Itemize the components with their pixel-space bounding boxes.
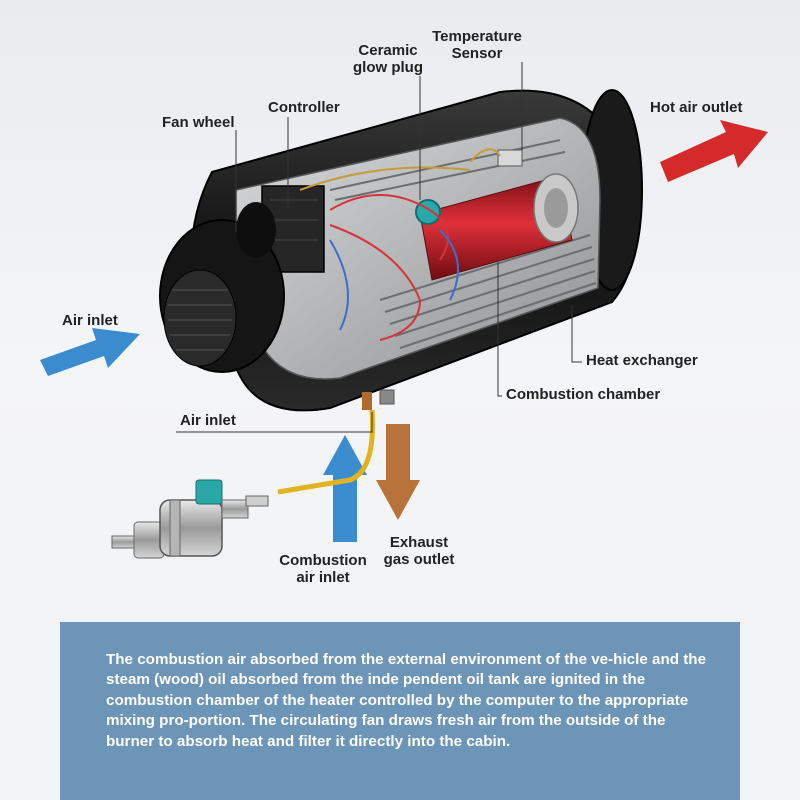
label-combustion-chamber: Combustion chamber — [506, 386, 660, 403]
label-air-inlet-bottom: Air inlet — [180, 412, 236, 429]
label-air-inlet-left: Air inlet — [62, 312, 118, 329]
description-box: The combustion air absorbed from the ext… — [60, 622, 740, 800]
heater-body — [160, 90, 642, 410]
fan-wheel — [160, 202, 284, 372]
exhaust-arrow — [376, 424, 420, 520]
combustion-air-arrow — [323, 435, 367, 542]
label-heat-exchanger: Heat exchanger — [586, 352, 698, 369]
air-inlet-arrow — [40, 328, 140, 376]
label-fan-wheel: Fan wheel — [162, 114, 235, 131]
label-hot-air-outlet: Hot air outlet — [650, 99, 743, 116]
exhaust-pipe — [380, 390, 394, 404]
hot-air-arrow — [660, 120, 768, 182]
heater-illustration — [0, 0, 800, 620]
fuel-pump — [112, 480, 268, 558]
fuel-line — [278, 410, 373, 492]
description-text: The combustion air absorbed from the ext… — [106, 650, 706, 752]
label-controller: Controller — [268, 99, 340, 116]
combustion-air-pipe — [362, 392, 372, 410]
